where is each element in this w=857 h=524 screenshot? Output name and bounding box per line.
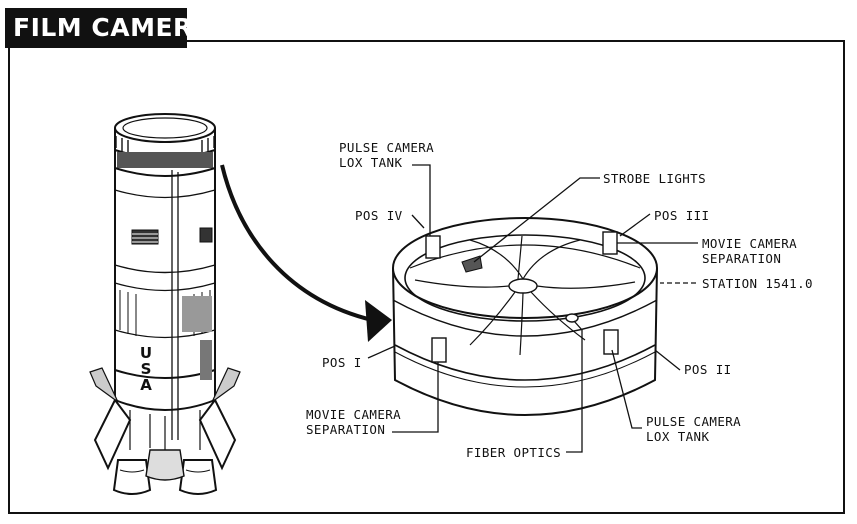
label-pos-i: POS I — [322, 355, 362, 370]
label-pos-iv: POS IV — [355, 208, 403, 223]
label-strobe-lights: STROBE LIGHTS — [603, 171, 707, 186]
page-title: FILM CAMERAS — [5, 8, 231, 48]
label-movie-camera-separation-left: MOVIE CAMERA SEPARATION — [306, 407, 402, 437]
leader-lines — [367, 164, 698, 453]
label-pos-iii: POS III — [654, 208, 710, 223]
svg-text:A: A — [140, 376, 152, 394]
rocket-illustration — [89, 113, 241, 495]
instrument-ring — [392, 217, 658, 416]
svg-text:S: S — [141, 360, 152, 378]
label-movie-camera-separation-right: MOVIE CAMERA SEPARATION — [702, 236, 798, 266]
label-pulse-camera-lox-tank-top: PULSE CAMERA LOX TANK — [339, 140, 435, 170]
label-pulse-camera-lox-tank-bottom: PULSE CAMERA LOX TANK — [646, 414, 742, 444]
label-fiber-optics: FIBER OPTICS — [466, 445, 562, 460]
svg-text:U: U — [140, 344, 152, 362]
transfer-arrow — [220, 164, 392, 342]
diagram-frame — [8, 40, 845, 514]
rocket-usa-lettering: U S A — [140, 344, 152, 394]
label-pos-ii: POS II — [684, 362, 732, 377]
label-station: STATION 1541.0 — [702, 276, 813, 291]
